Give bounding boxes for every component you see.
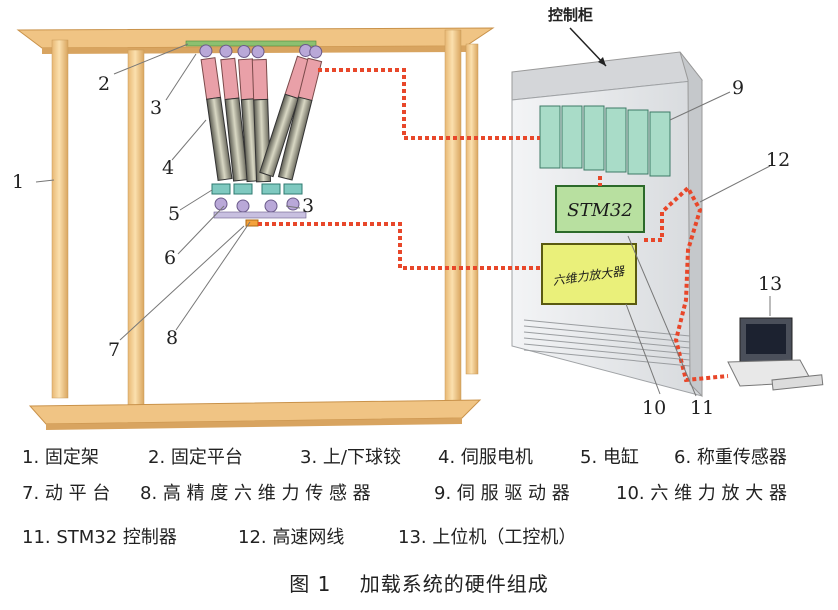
legend-item: 7. 动 平 台	[22, 483, 111, 504]
control-cabinet: STM32 六维力放大器	[511, 51, 703, 398]
leader-lines	[35, 43, 771, 397]
upper-ball-joint	[199, 44, 213, 58]
weighing-sensors	[211, 183, 303, 213]
label-3-lower: 3	[302, 195, 314, 217]
label-9: 9	[732, 77, 744, 99]
label-8: 8	[166, 327, 178, 349]
legend-item: 3. 上/下球铰	[300, 447, 401, 468]
legend-item: 13. 上位机（工控机）	[398, 527, 577, 548]
cabinet-title: 控制柜	[548, 6, 593, 24]
label-12: 12	[766, 149, 790, 171]
fixed-frame	[16, 27, 495, 430]
frame-post	[51, 39, 69, 399]
frame-post	[465, 43, 479, 375]
upper-computer	[727, 317, 824, 391]
label-4: 4	[162, 157, 174, 179]
force-amplifier	[541, 243, 637, 305]
label-5: 5	[168, 203, 180, 225]
label-1: 1	[12, 171, 24, 193]
frame-post	[127, 49, 145, 411]
servo-drives	[539, 105, 671, 177]
frame-post	[444, 29, 462, 415]
servo-motor	[200, 57, 222, 100]
stm32-label: STM32	[567, 200, 633, 221]
label-10: 10	[642, 397, 666, 419]
label-7: 7	[108, 339, 120, 361]
legend-item: 9. 伺 服 驱 动 器	[434, 483, 570, 504]
electric-cylinder	[206, 96, 233, 182]
hardware-diagram: STM32 六维力放大器 控制柜 1 2	[12, 6, 824, 430]
stm32-controller	[555, 185, 645, 233]
label-11: 11	[690, 397, 714, 419]
legend-item: 5. 电缸	[580, 447, 639, 468]
legend-item: 1. 固定架	[22, 447, 99, 468]
figure-caption: 图 1 加载系统的硬件组成	[289, 572, 549, 596]
legend-item: 11. STM32 控制器	[22, 527, 177, 548]
label-13: 13	[758, 273, 782, 295]
moving-platform	[213, 211, 307, 219]
legend-item: 10. 六 维 力 放 大 器	[616, 483, 787, 504]
label-3-upper: 3	[150, 97, 162, 119]
legend-item: 2. 固定平台	[148, 447, 243, 468]
actuator-legs	[199, 43, 323, 183]
legend-item: 12. 高速网线	[238, 527, 345, 548]
label-6: 6	[164, 247, 176, 269]
legend-item: 6. 称重传感器	[674, 447, 787, 468]
label-2: 2	[98, 73, 110, 95]
legend-item: 4. 伺服电机	[438, 447, 533, 468]
fixed-platform	[185, 40, 317, 47]
legend-item: 8. 高 精 度 六 维 力 传 感 器	[140, 483, 371, 504]
lower-ball-joint	[214, 197, 228, 211]
